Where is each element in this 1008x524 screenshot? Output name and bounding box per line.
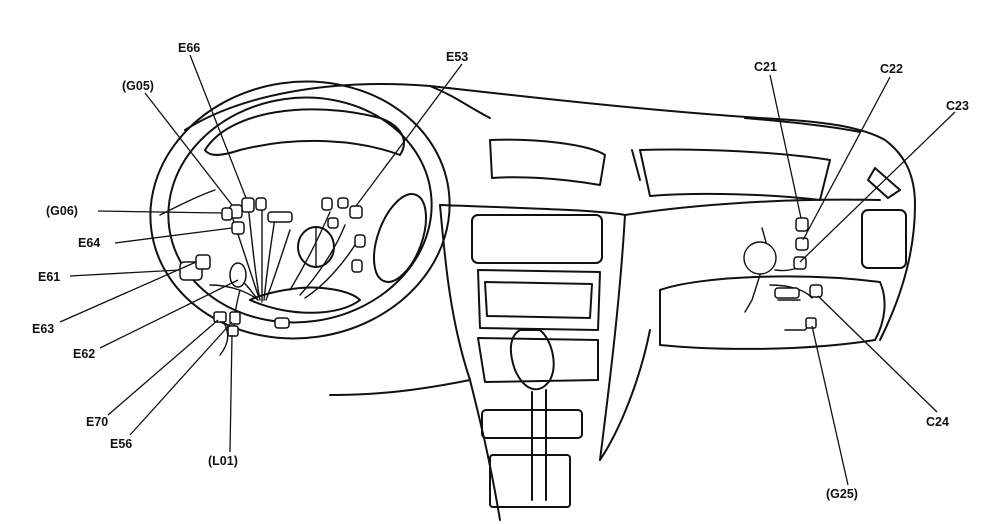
connector-aux-2 (267, 211, 293, 223)
steering-wheel (149, 80, 451, 340)
connector-wheel-b (337, 197, 349, 209)
connector-wheel-e (327, 217, 339, 229)
connector-e63 (195, 254, 211, 270)
connector-c22 (795, 237, 809, 251)
label-e63: E63 (32, 322, 54, 336)
connector-e66 (241, 197, 255, 213)
connector-e53 (349, 205, 363, 219)
label-e64: E64 (78, 236, 100, 250)
connector-g25 (805, 317, 817, 329)
label-l01: (L01) (208, 454, 238, 468)
right-dash (631, 148, 907, 350)
label-c24: C24 (926, 415, 949, 429)
label-g06: (G06) (46, 204, 78, 218)
label-e70: E70 (86, 415, 108, 429)
connector-wheel-d (351, 259, 363, 273)
connector-e64 (231, 221, 245, 235)
connector-e62 (229, 262, 247, 288)
dashboard-outline (184, 83, 916, 521)
connector-l01 (227, 325, 239, 337)
label-g25: (G25) (826, 487, 858, 501)
connector-aux-1 (255, 197, 267, 211)
label-c23: C23 (946, 99, 969, 113)
label-e53: E53 (446, 50, 468, 64)
center-console (471, 138, 606, 508)
connector-e56 (229, 311, 241, 325)
connector-wheel-c (354, 234, 366, 248)
labels: E66 (G05) (G06) E64 E61 E63 E62 E70 E56 … (32, 41, 969, 501)
connector-c24 (809, 284, 823, 298)
label-e61: E61 (38, 270, 60, 284)
leader-lines (59, 54, 956, 486)
label-e56: E56 (110, 437, 132, 451)
connector-g06 (221, 207, 233, 221)
left-connectors (179, 197, 293, 337)
label-c21: C21 (754, 60, 777, 74)
wheel-right-connectors (321, 197, 366, 273)
connector-c21 (795, 217, 809, 232)
label-e62: E62 (73, 347, 95, 361)
connector-wheel-a (321, 197, 333, 211)
label-e66: E66 (178, 41, 200, 55)
connector-aux-3 (274, 317, 290, 329)
right-harness (743, 217, 823, 331)
connector-right-aux (774, 287, 800, 299)
left-harness (159, 189, 359, 356)
connector-e70 (213, 311, 227, 323)
label-g05: (G05) (122, 79, 154, 93)
label-c22: C22 (880, 62, 903, 76)
